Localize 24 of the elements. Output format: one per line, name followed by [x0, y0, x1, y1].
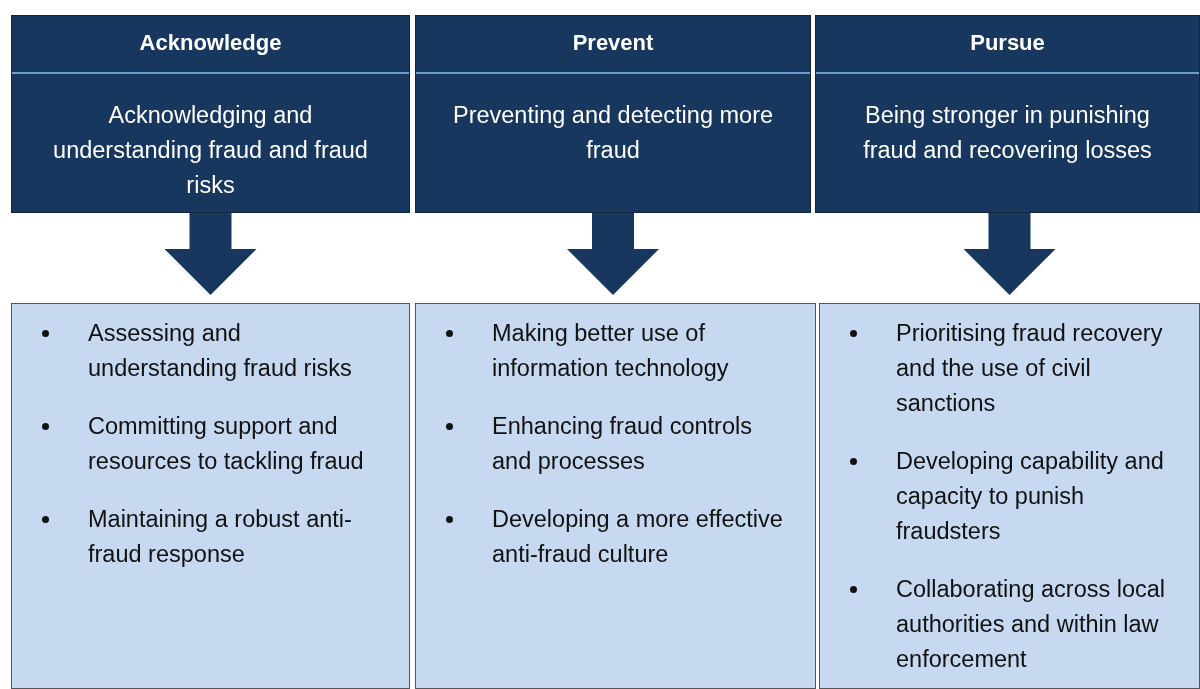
block-arrow	[963, 213, 1056, 295]
bullet-text: Maintaining a robust anti-fraud response	[88, 506, 352, 567]
column-description: Acknowledging and understanding fraud and fraud risks	[52, 101, 369, 200]
bullet-text: Enhancing fraud controls and processes	[492, 413, 752, 474]
bullet-text: Making better use of information technology	[492, 320, 729, 381]
bullet-text: Developing a more effective anti-fraud culture	[492, 506, 783, 567]
block-arrow	[164, 213, 257, 295]
column-heading: Prevent	[416, 16, 810, 74]
bullet-text: Collaborating across local authorities and within law enforcement	[896, 576, 1166, 672]
heading-panel	[11, 15, 410, 213]
heading-panel	[815, 15, 1200, 213]
bullet-text: Assessing and understanding fraud risks	[88, 320, 352, 381]
bullet-text: Committing support and resources to tackling fraud	[88, 413, 364, 474]
column-heading: Acknowledge	[12, 16, 409, 74]
list-panel	[819, 303, 1200, 689]
heading-panel	[415, 15, 811, 213]
block-arrow	[567, 213, 659, 295]
column-heading: Pursue	[816, 16, 1199, 74]
list-panel	[11, 303, 410, 689]
column-description: Preventing and detecting more fraud	[451, 101, 775, 165]
bullet-text: Developing capability and capacity to punish fraudsters	[896, 448, 1164, 544]
column-description: Being stronger in punishing fraud and recovering losses	[862, 101, 1153, 165]
list-panel	[415, 303, 816, 689]
bullet-text: Prioritising fraud recovery and the use of civil sanctions	[896, 320, 1163, 416]
